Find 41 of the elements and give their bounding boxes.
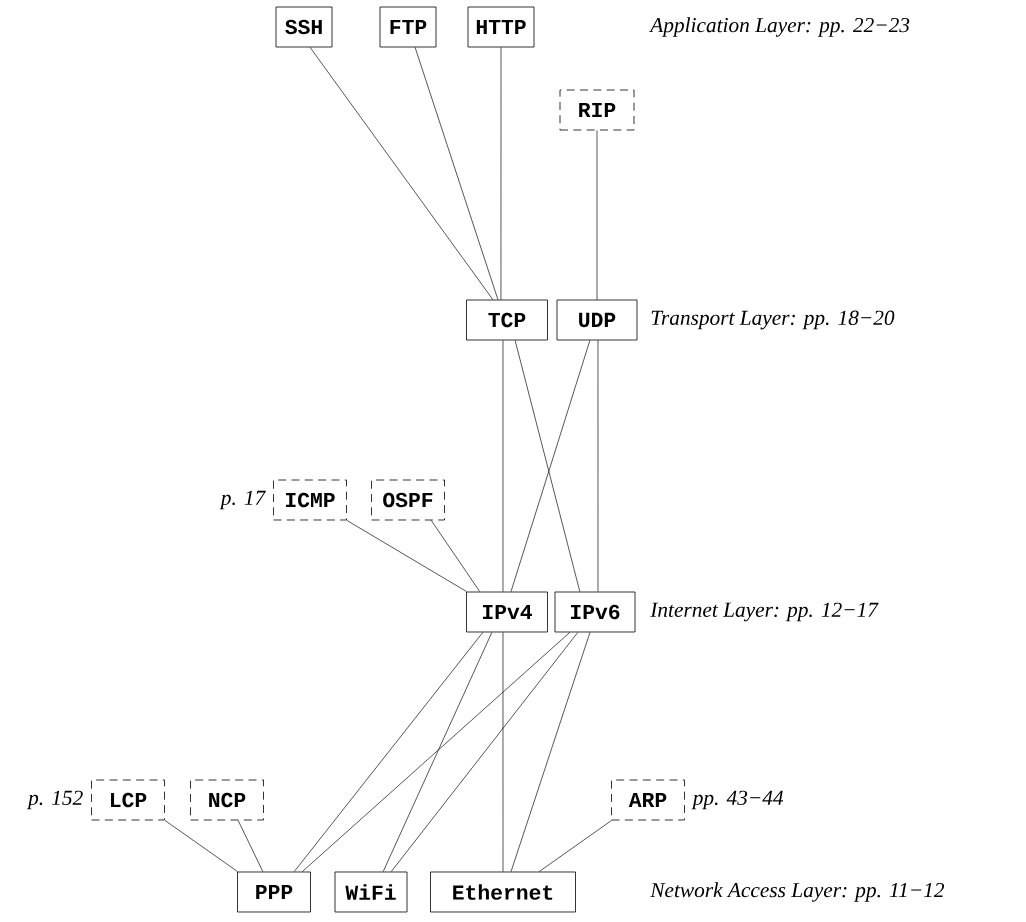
protocol-box: IPv6 <box>554 591 636 633</box>
connector-line <box>597 340 599 592</box>
dashed-protocol-box: LCP <box>91 779 165 821</box>
connector-line <box>510 632 591 872</box>
protocol-box: TCP <box>466 299 548 341</box>
page-reference: pp. 43−44 <box>691 790 784 810</box>
connector-line <box>430 520 481 592</box>
protocol-box: WiFi <box>334 871 408 913</box>
connector-line <box>502 340 504 592</box>
connector-line <box>510 340 591 592</box>
protocol-box: IPv4 <box>466 591 548 633</box>
connector-line <box>164 820 238 872</box>
protocol-box: SSH <box>275 6 333 48</box>
connector-line <box>390 632 579 872</box>
dashed-protocol-box: NCP <box>190 779 264 821</box>
connector-line <box>502 632 504 872</box>
protocol-box: PPP <box>237 871 311 913</box>
connector-line <box>309 47 494 300</box>
dashed-protocol-box: OSPF <box>371 479 445 521</box>
connector-line <box>382 632 493 872</box>
layer-label: Transport Layer: pp. 18−20 <box>651 310 895 330</box>
connector-line <box>538 820 612 872</box>
connector-line <box>596 130 598 300</box>
page-reference: p. 152 <box>26 790 83 810</box>
page-reference: p. 17 <box>219 490 266 510</box>
dashed-protocol-box: ICMP <box>273 479 347 521</box>
layer-label: Application Layer: pp. 22−23 <box>649 17 910 37</box>
protocol-box: Ethernet <box>430 871 576 913</box>
dashed-protocol-box: ARP <box>611 779 685 821</box>
layer-label: Network Access Layer: pp. 11−12 <box>650 882 945 902</box>
connector-line <box>302 632 571 872</box>
dashed-protocol-box: RIP <box>559 89 635 131</box>
protocol-box: FTP <box>379 6 437 48</box>
connector-line <box>346 520 467 592</box>
connector-line <box>500 47 502 300</box>
connector-line <box>293 632 484 872</box>
connector-line <box>237 820 264 872</box>
protocol-box: UDP <box>556 299 638 341</box>
connector-line <box>414 47 499 300</box>
connector-line <box>514 340 581 592</box>
protocol-box: HTTP <box>467 6 535 48</box>
